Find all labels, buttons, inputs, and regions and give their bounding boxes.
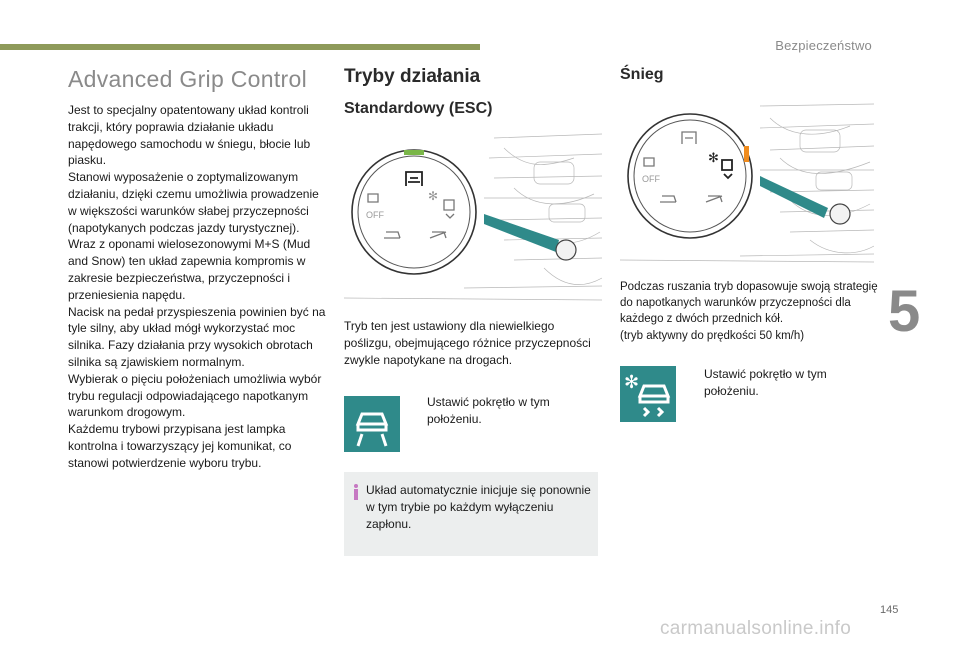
selector-knob-small — [555, 239, 577, 261]
snow-mode-illustration: ✻ OFF — [620, 103, 874, 263]
snowflake-icon: ✻ — [708, 151, 719, 166]
description-line: każdego z dwóch przednich kół. — [620, 313, 784, 326]
watermark: carmanualsonline.info — [660, 618, 852, 639]
snow-mode-tile: ✻ — [620, 366, 676, 422]
snow-mode-description: Podczas ruszania tryb dopasowuje swoją s… — [620, 279, 882, 344]
standard-mode-illustration: ✻ OFF — [344, 133, 602, 301]
snow-mode-tile-icon: ✻ — [624, 372, 671, 418]
off-label: OFF — [642, 174, 660, 184]
paragraph: Wraz z oponami wielosezonowymi M+S (Mud … — [68, 237, 311, 302]
selector-indicator — [744, 146, 749, 162]
info-icon — [353, 484, 359, 500]
snow-mode-instruction: Ustawić pokrętło w tym położeniu. — [704, 367, 827, 398]
modes-heading: Tryby działania — [344, 66, 481, 87]
selector-indicator — [404, 150, 424, 155]
esc-off-icon — [367, 193, 379, 203]
standard-mode-description: Tryb ten jest ustawiony dla niewielkiego… — [344, 319, 591, 367]
sand-mode-icon — [705, 195, 723, 203]
standard-mode-icon — [681, 131, 697, 144]
standard-mode-heading: Standardowy (ESC) — [344, 100, 493, 117]
selector-knob — [627, 113, 753, 239]
mud-mode-icon — [660, 195, 677, 203]
paragraph: Nacisk na pedał przyspieszenia powinien … — [68, 304, 326, 369]
standard-mode-tile — [344, 396, 400, 452]
esc-off-icon — [643, 157, 655, 167]
sand-mode-icon — [429, 231, 447, 239]
intro-text: Jest to specjalny opatentowany układ kon… — [68, 102, 328, 472]
info-text: Układ automatycznie inicjuje się ponowni… — [366, 483, 591, 531]
snowflake-icon: ✻ — [428, 189, 438, 203]
description-line: (tryb aktywny do prędkości 50 km/h) — [620, 329, 805, 342]
paragraph: Każdemu trybowi przypisana jest lampka k… — [68, 422, 292, 470]
off-label: OFF — [366, 210, 384, 220]
paragraph: Jest to specjalny opatentowany układ kon… — [68, 103, 311, 168]
mud-mode-icon — [384, 231, 401, 239]
snow-mode-icon — [443, 199, 455, 219]
snow-mode-heading: Śnieg — [620, 66, 664, 83]
standard-mode-icon — [405, 171, 423, 186]
description-line: do napotkanych warunków przyczepności dl… — [620, 297, 851, 310]
console-line-art — [620, 103, 874, 263]
leader-pointer — [484, 214, 559, 252]
paragraph: Wybierak o pięciu położeniach umożliwia … — [68, 371, 322, 420]
snowflake-icon: ✻ — [624, 372, 639, 393]
section-title: Bezpieczeństwo — [775, 38, 872, 53]
standard-mode-tile-icon — [355, 412, 389, 447]
paragraph: Stanowi wyposażenie o zoptymalizowanym d… — [68, 170, 319, 235]
header-accent-bar — [0, 44, 480, 50]
description-line: Podczas ruszania tryb dopasowuje swoją s… — [620, 281, 878, 293]
standard-mode-instruction: Ustawić pokrętło w tym położeniu. — [427, 395, 550, 426]
page-number: 145 — [880, 604, 899, 616]
info-box — [344, 472, 598, 556]
snow-mode-icon — [721, 159, 733, 180]
page-title: Advanced Grip Control — [68, 66, 307, 92]
leader-pointer — [760, 176, 828, 218]
selector-knob-small — [829, 203, 851, 225]
chapter-number: 5 — [888, 279, 921, 344]
